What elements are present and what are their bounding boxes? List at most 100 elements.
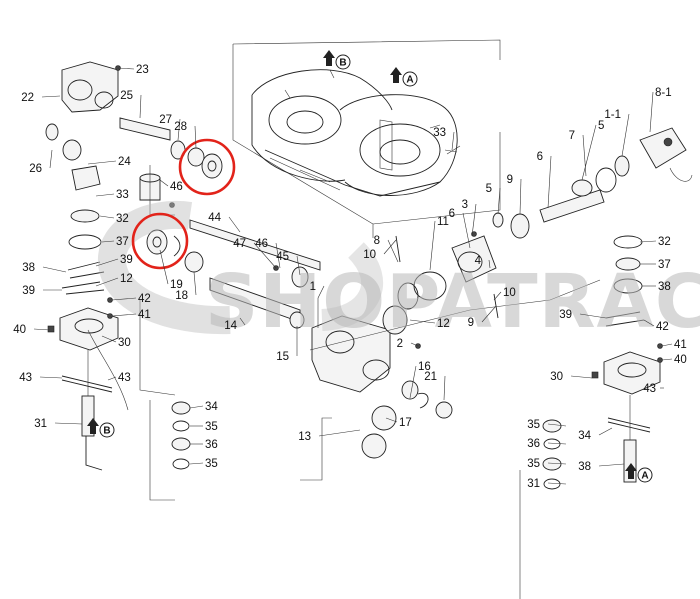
callout-leader-line: [139, 94, 142, 119]
callout-number: 24: [118, 156, 131, 168]
callout-number: 40: [674, 354, 687, 366]
callout-leader-line: [547, 482, 567, 485]
right-gearbox: [149, 235, 663, 599]
highlight-circle-28: [178, 138, 236, 196]
callout-number: 45: [276, 251, 289, 263]
callout-leader-line: [111, 297, 137, 301]
callout-leader-line: [462, 212, 471, 249]
shafts-and-bearings: [119, 117, 321, 396]
callout-leader-line: [410, 342, 419, 347]
callout-number: 8-1: [655, 87, 672, 99]
callout-leader-line: [451, 131, 455, 151]
callout-number: 9: [468, 317, 474, 329]
reference-marker-letter: A: [406, 75, 413, 86]
callout-leader-line: [87, 160, 117, 165]
callout-number: 39: [559, 309, 572, 321]
callout-number: 26: [29, 163, 42, 175]
callout-number: 25: [120, 90, 133, 102]
callout-leader-line: [649, 91, 654, 133]
callout-leader-line: [481, 305, 497, 323]
callout-number: 12: [120, 273, 133, 285]
callout-number: 12: [437, 318, 450, 330]
callout-number: 37: [116, 236, 129, 248]
callout-leader-line: [189, 405, 204, 409]
callout-number: 6: [449, 208, 455, 220]
callout-number: 14: [224, 320, 237, 332]
callout-number: 41: [138, 309, 151, 321]
reference-arrow-icon: [87, 418, 99, 434]
callout-leader-line: [643, 319, 655, 327]
callout-leader-line: [42, 266, 67, 273]
reference-marker-circle: [99, 422, 115, 438]
callout-leader-line: [429, 220, 436, 271]
callout-leader-line: [239, 317, 246, 326]
callout-leader-line: [49, 149, 53, 169]
callout-leader-line: [228, 216, 241, 233]
callout-leader-line: [547, 462, 567, 465]
callout-number: 36: [527, 438, 540, 450]
callout-number: 15: [276, 351, 289, 363]
callout-leader-line: [497, 187, 501, 215]
callout-number: 36: [205, 439, 218, 451]
callout-leader-line: [111, 313, 137, 317]
callout-leader-line: [409, 365, 417, 399]
callout-number: 43: [19, 372, 32, 384]
callout-leader-line: [570, 375, 593, 379]
callout-leader-line: [107, 376, 117, 381]
callout-number: 18: [175, 290, 188, 302]
callout-leader-line: [177, 118, 181, 141]
callout-leader-line: [598, 427, 613, 436]
callout-number: 32: [116, 213, 129, 225]
callout-number: 46: [255, 238, 268, 250]
callout-number: 35: [527, 419, 540, 431]
callout-number: 10: [363, 249, 376, 261]
callout-leader-line: [95, 193, 115, 197]
callout-leader-line: [101, 240, 115, 243]
callout-number: 10: [503, 287, 516, 299]
callout-number: 28: [174, 121, 187, 133]
callout-number: 33: [433, 127, 446, 139]
callout-leader-line: [275, 242, 281, 269]
callout-number: 1-1: [604, 109, 621, 121]
reference-marker-letter: B: [339, 58, 346, 69]
callout-number: 2: [397, 338, 403, 350]
callout-leader-line: [193, 271, 197, 296]
callout-number: 5: [486, 183, 492, 195]
watermark-text: SHOPATRAC: [205, 259, 700, 345]
callout-leader-line: [33, 328, 51, 331]
callout-leader-line: [493, 291, 502, 301]
callout-number: 38: [658, 281, 671, 293]
callout-leader-line: [296, 255, 301, 276]
callout-leader-line: [189, 462, 204, 465]
callout-number: 4: [475, 255, 482, 267]
callout-leader-line: [409, 319, 436, 324]
callout-leader-line: [547, 423, 567, 427]
callout-number: 11: [437, 216, 449, 228]
reference-arrow-icon: [323, 50, 335, 66]
callout-leader-line: [194, 125, 197, 149]
callout-leader-line: [621, 113, 630, 157]
callout-number: 3: [462, 199, 468, 211]
callout-number: 1: [310, 281, 316, 293]
callout-number: 40: [13, 324, 26, 336]
callout-leader-line: [159, 249, 169, 285]
callout-number: 27: [159, 114, 172, 126]
callout-leader-line: [99, 215, 115, 219]
callout-leader-line: [41, 95, 61, 98]
callout-number: 35: [527, 458, 540, 470]
callout-number: 43: [643, 383, 656, 395]
callout-number: 38: [22, 262, 35, 274]
reference-marker-letter: A: [641, 471, 648, 482]
mower-deck: [232, 39, 501, 238]
callout-number: 34: [205, 401, 218, 413]
callout-leader-line: [95, 258, 119, 267]
callout-leader-line: [519, 178, 522, 215]
callout-number: 31: [527, 478, 540, 490]
callout-leader-line: [253, 242, 277, 269]
callout-number: 30: [118, 337, 131, 349]
callout-leader-line: [579, 313, 607, 319]
callout-leader-line: [387, 239, 399, 263]
callout-leader-line: [639, 240, 657, 243]
callout-number: 47: [233, 238, 246, 250]
